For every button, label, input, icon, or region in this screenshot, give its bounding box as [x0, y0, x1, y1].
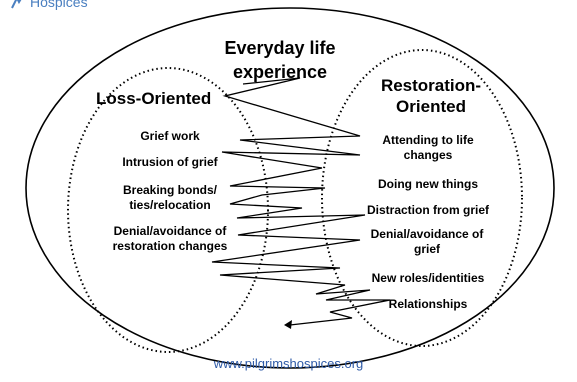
loss-item: Grief work: [140, 129, 200, 143]
loss-item: Intrusion of grief: [122, 155, 218, 169]
diagram-title: Everyday life experience: [224, 38, 336, 82]
restoration-item: Relationships: [388, 297, 468, 311]
restoration-item: Distraction from grief: [366, 203, 489, 217]
logo-text: Hospices: [30, 0, 88, 10]
loss-item: Breaking bonds/ ties/relocation: [122, 183, 217, 212]
restoration-heading: Restoration-Oriented: [380, 76, 482, 116]
website-link[interactable]: www.pilgrimshospices.org: [213, 356, 364, 371]
outer-ellipse: [25, 7, 555, 369]
restoration-item: Attending to life changes: [382, 133, 474, 162]
restoration-item: Doing new things: [378, 177, 478, 191]
restoration-ellipse: [321, 49, 523, 347]
loss-item: Denial/avoidance of restoration changes: [112, 224, 228, 253]
logo-mark-icon: [11, 0, 22, 9]
restoration-item: Denial/avoidance of grief: [370, 227, 484, 256]
restoration-item: New roles/identities: [371, 271, 485, 285]
loss-heading: Loss-Oriented: [96, 89, 212, 108]
logo: Hospices: [0, 0, 140, 16]
arrow-head-icon: [284, 320, 292, 329]
oscillation-line: [211, 77, 391, 326]
loss-ellipse: [67, 67, 269, 353]
